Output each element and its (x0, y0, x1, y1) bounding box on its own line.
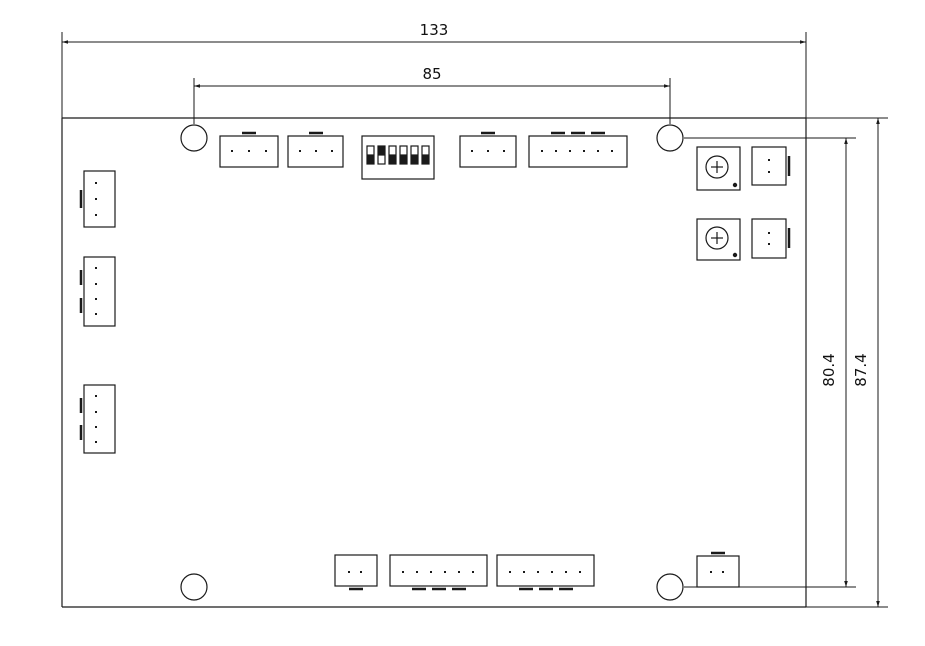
top-connectors (219, 131, 628, 180)
connector-bottom-2 (389, 554, 488, 591)
connector-right-2 (751, 218, 791, 259)
width-label: 133 (420, 21, 449, 39)
mounting-hole-top-right (656, 124, 684, 152)
hole-spacing-x-dimension (193, 78, 671, 124)
connector-top-1 (219, 131, 279, 168)
connector-top-3 (459, 131, 517, 168)
connector-left-3 (79, 384, 116, 454)
connector-bottom-4 (696, 551, 740, 588)
connector-left-1 (79, 170, 116, 228)
mounting-hole-top-left (180, 124, 208, 152)
hole-spacing-x-label: 85 (422, 65, 441, 83)
connector-bottom-1 (334, 554, 378, 591)
height-label: 87.4 (852, 353, 870, 386)
dip-switch (361, 135, 435, 180)
potentiometer-1 (696, 146, 741, 191)
bottom-connectors (334, 551, 740, 591)
board-outline (61, 117, 807, 608)
connector-bottom-3 (496, 554, 595, 591)
connector-right-1 (751, 146, 791, 186)
height-dimension (806, 117, 888, 608)
mounting-holes (180, 124, 684, 601)
right-components (696, 146, 791, 261)
mounting-hole-bottom-left (180, 573, 208, 601)
left-connectors (79, 170, 116, 454)
hole-spacing-y-label: 80.4 (820, 353, 838, 386)
potentiometer-2 (696, 218, 741, 261)
width-dimension (61, 32, 807, 118)
connector-top-2 (287, 131, 344, 168)
connector-top-4 (528, 131, 628, 168)
mounting-hole-bottom-right (656, 573, 684, 601)
connector-left-2 (79, 256, 116, 327)
